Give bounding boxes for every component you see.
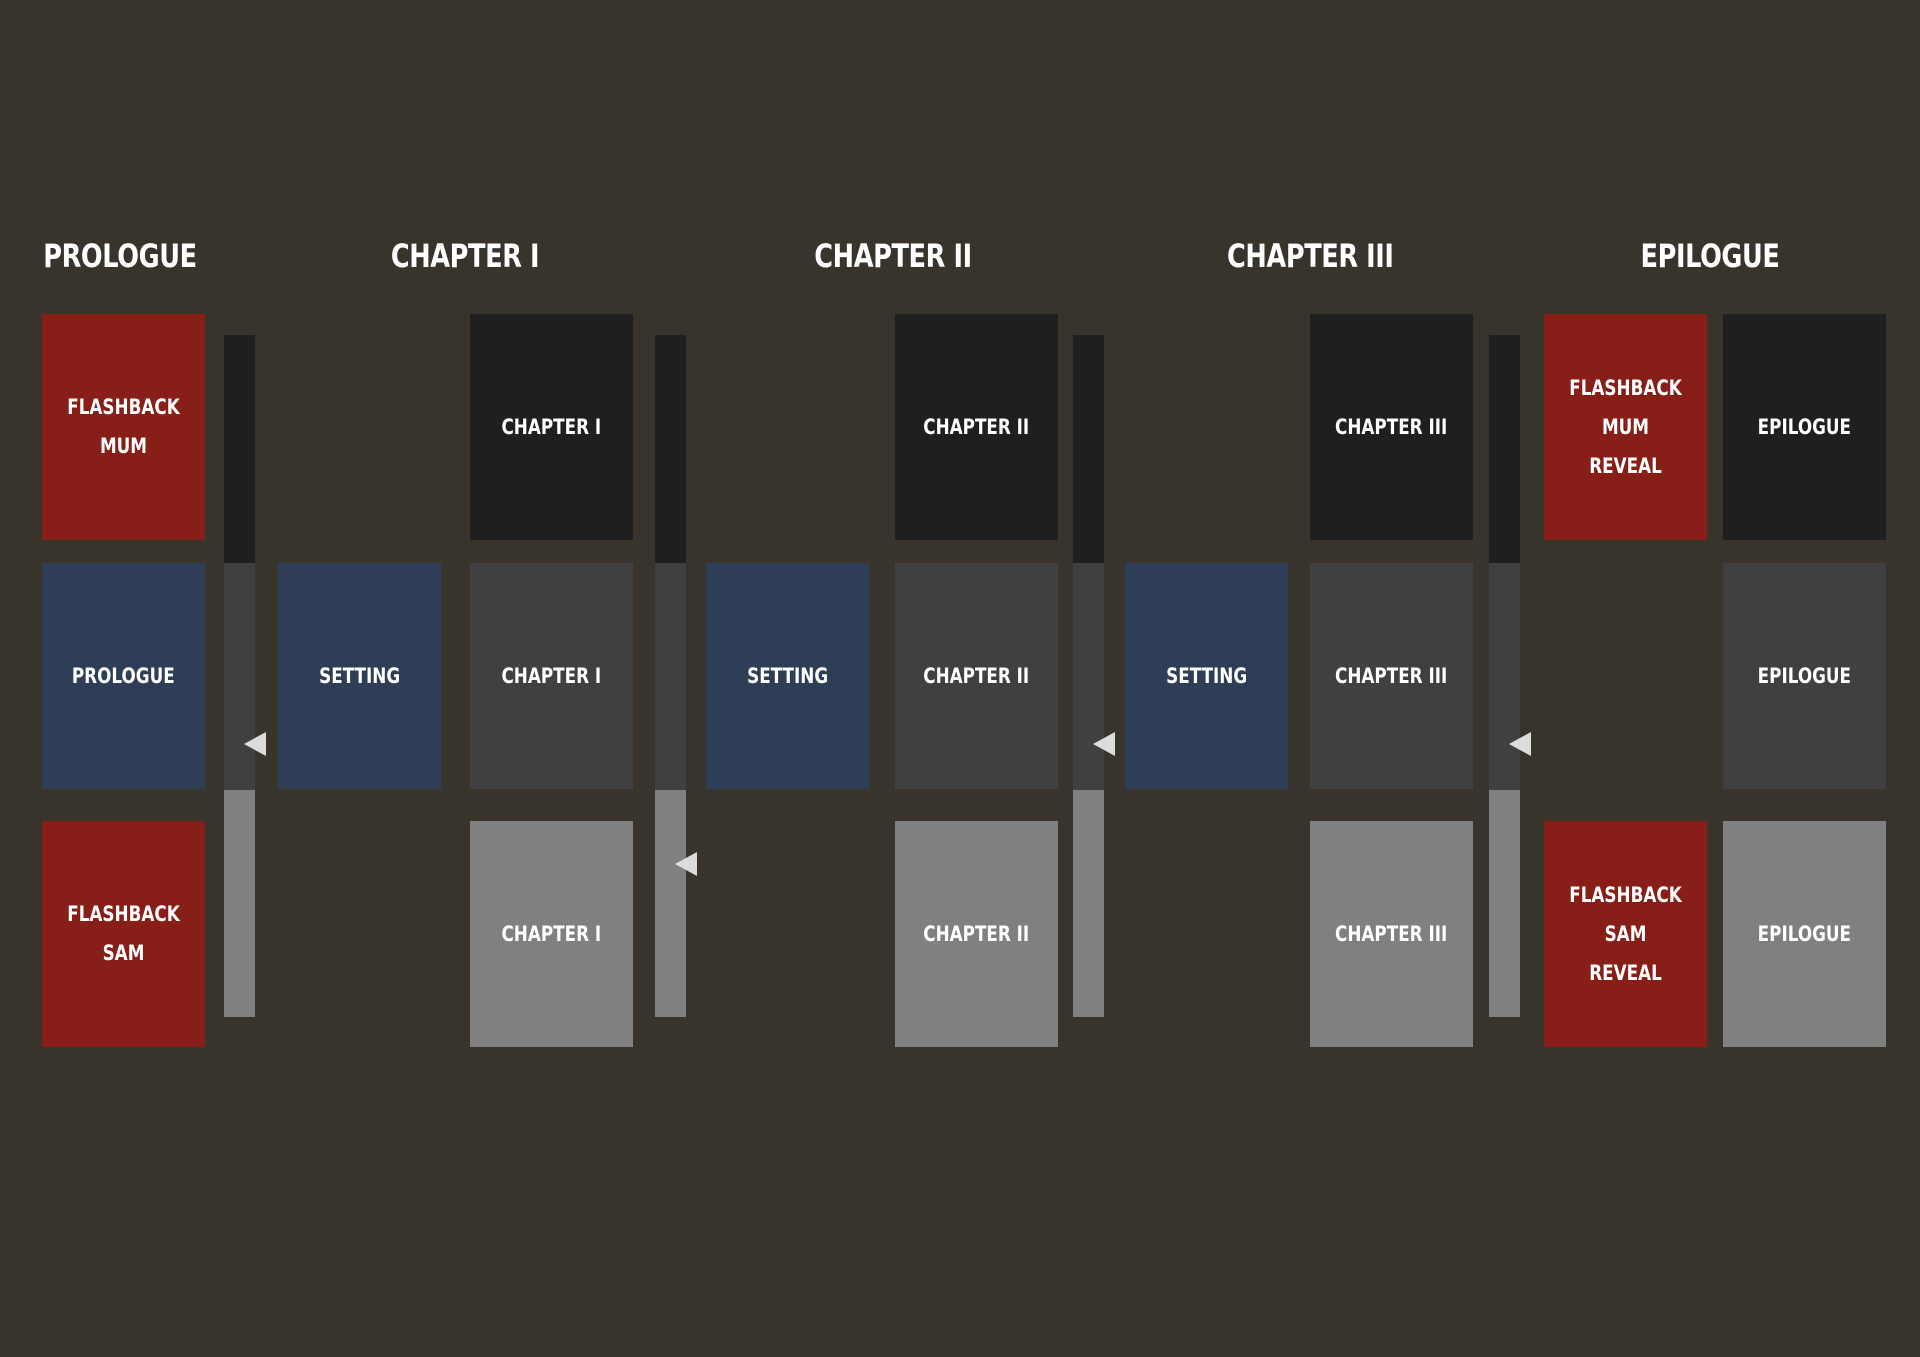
card-label: CHAPTER I (501, 921, 602, 946)
arrow-left-icon (675, 852, 697, 876)
card-label: CHAPTER I (501, 663, 602, 688)
connector-bar-4-top (1489, 335, 1520, 563)
arrow-left-icon (1093, 732, 1115, 756)
card-label: CHAPTER III (1335, 921, 1448, 946)
card-label: EPILOGUE (1757, 414, 1852, 439)
card-chapter-3-setting: SETTING (1125, 563, 1288, 789)
card-epilogue-bottom: EPILOGUE (1723, 821, 1886, 1047)
card-label: SETTING (318, 663, 400, 688)
card-chapter-2-middle: CHAPTER II (895, 563, 1058, 789)
connector-bar-1-bottom (224, 790, 255, 1017)
card-chapter-3-bottom: CHAPTER III (1310, 821, 1473, 1047)
card-label: CHAPTER II (923, 921, 1030, 946)
card-label: SETTING (1165, 663, 1247, 688)
heading-chapter-2: CHAPTER II (814, 237, 972, 275)
card-label: CHAPTER I (501, 414, 602, 439)
connector-bar-2-middle (655, 563, 686, 790)
card-chapter-1-setting: SETTING (278, 563, 441, 789)
card-label: CHAPTER II (923, 663, 1030, 688)
card-label: SETTING (746, 663, 828, 688)
connector-bar-4-bottom (1489, 790, 1520, 1017)
card-chapter-2-setting: SETTING (706, 563, 869, 789)
connector-bar-3-bottom (1073, 790, 1104, 1017)
card-label: EPILOGUE (1757, 663, 1852, 688)
heading-prologue: PROLOGUE (43, 237, 197, 275)
arrow-left-icon (244, 732, 266, 756)
card-label: EPILOGUE (1757, 921, 1852, 946)
card-flashback-mum-reveal: FLASHBACK MUM REVEAL (1544, 314, 1707, 540)
card-epilogue-top: EPILOGUE (1723, 314, 1886, 540)
card-label: FLASHBACK MUM REVEAL (1569, 375, 1682, 478)
connector-bar-2-bottom (655, 790, 686, 1017)
card-chapter-3-middle: CHAPTER III (1310, 563, 1473, 789)
card-flashback-sam: FLASHBACK SAM (42, 821, 205, 1047)
card-prologue: PROLOGUE (42, 563, 205, 789)
card-chapter-1-middle: CHAPTER I (470, 563, 633, 789)
connector-bar-1-top (224, 335, 255, 563)
card-epilogue-middle: EPILOGUE (1723, 563, 1886, 789)
card-label: CHAPTER III (1335, 663, 1448, 688)
card-chapter-2-top: CHAPTER II (895, 314, 1058, 540)
card-chapter-3-top: CHAPTER III (1310, 314, 1473, 540)
heading-epilogue: EPILOGUE (1640, 237, 1780, 275)
card-label: FLASHBACK SAM (67, 902, 180, 965)
heading-chapter-3: CHAPTER III (1227, 237, 1394, 275)
card-label: PROLOGUE (72, 663, 175, 688)
card-label: FLASHBACK SAM REVEAL (1569, 882, 1682, 985)
card-label: CHAPTER II (923, 414, 1030, 439)
card-chapter-1-bottom: CHAPTER I (470, 821, 633, 1047)
card-label: CHAPTER III (1335, 414, 1448, 439)
card-flashback-mum: FLASHBACK MUM (42, 314, 205, 540)
card-chapter-1-top: CHAPTER I (470, 314, 633, 540)
heading-chapter-1: CHAPTER I (390, 237, 540, 275)
card-label: FLASHBACK MUM (67, 395, 180, 458)
card-flashback-sam-reveal: FLASHBACK SAM REVEAL (1544, 821, 1707, 1047)
card-chapter-2-bottom: CHAPTER II (895, 821, 1058, 1047)
connector-bar-2-top (655, 335, 686, 563)
connector-bar-3-top (1073, 335, 1104, 563)
arrow-left-icon (1509, 732, 1531, 756)
